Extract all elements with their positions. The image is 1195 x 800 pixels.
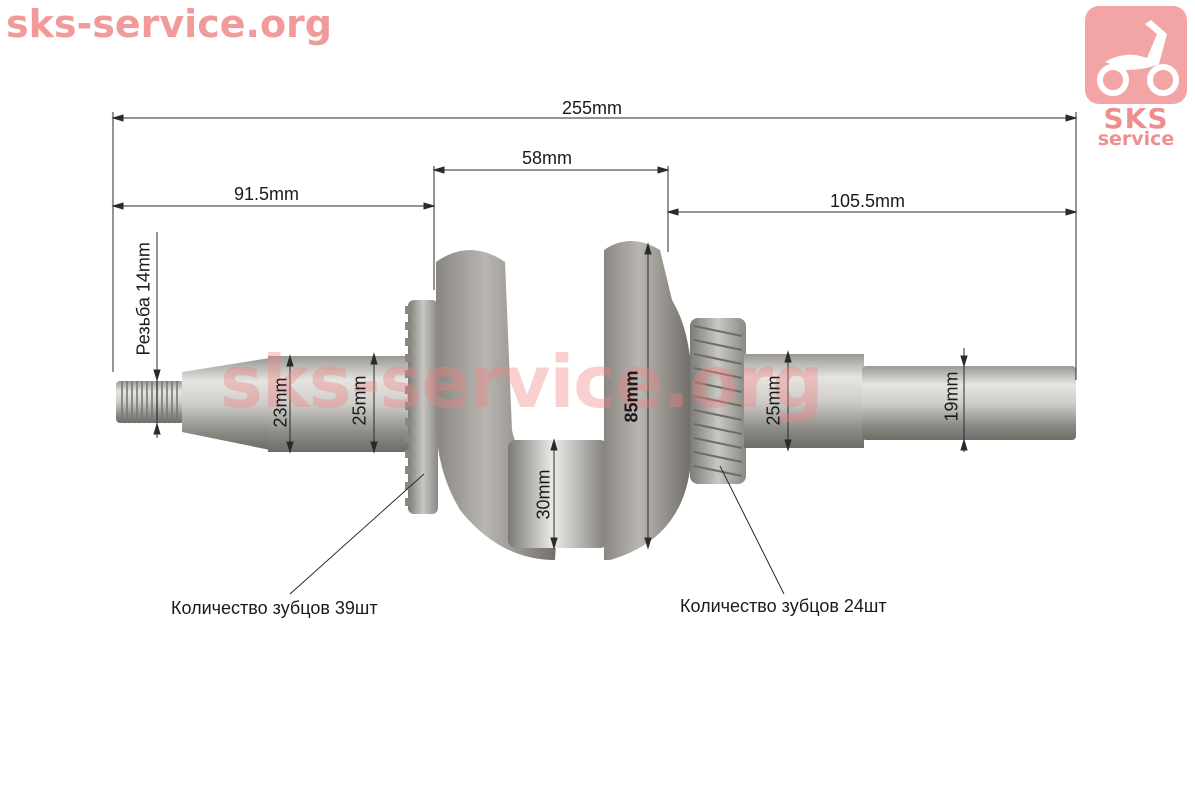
threaded-end bbox=[116, 381, 184, 423]
dim-web-height: 85mm bbox=[621, 370, 642, 423]
scooter-icon bbox=[1085, 6, 1187, 104]
logo-service-text: service bbox=[1097, 128, 1175, 150]
dim-crank-width: 58mm bbox=[522, 148, 573, 168]
dim-left-shaft-23: 23mm bbox=[270, 377, 291, 428]
callout-right-gear-teeth: Количество зубцов 24шт bbox=[680, 596, 887, 616]
dim-right-shaft-25: 25mm bbox=[763, 375, 784, 426]
dim-left-shaft-25: 25mm bbox=[349, 375, 370, 426]
right-shaft-large bbox=[744, 354, 864, 448]
right-shaft-small bbox=[862, 366, 1076, 440]
dimension-lines bbox=[111, 112, 1078, 595]
dim-left-section: 91.5mm bbox=[234, 184, 300, 204]
left-taper bbox=[182, 358, 270, 450]
callout-left-gear-teeth: Количество зубцов 39шт bbox=[171, 598, 378, 618]
sks-logo: SKS service bbox=[1085, 6, 1187, 150]
left-gear bbox=[405, 300, 438, 514]
left-shaft bbox=[268, 356, 418, 452]
site-watermark: sks-service.org bbox=[6, 2, 332, 46]
crank-pin bbox=[508, 440, 608, 548]
dim-right-section: 105.5mm bbox=[830, 191, 906, 211]
dim-thread: Резьба 14mm bbox=[133, 242, 154, 356]
dim-crank-pin: 30mm bbox=[533, 469, 554, 520]
dim-overall-length: 255mm bbox=[562, 98, 623, 118]
dim-right-shaft-19: 19mm bbox=[941, 371, 962, 422]
right-gear bbox=[690, 318, 746, 484]
center-watermark: sks-service.org bbox=[220, 340, 824, 424]
logo-sks-text: SKS bbox=[1103, 102, 1169, 135]
